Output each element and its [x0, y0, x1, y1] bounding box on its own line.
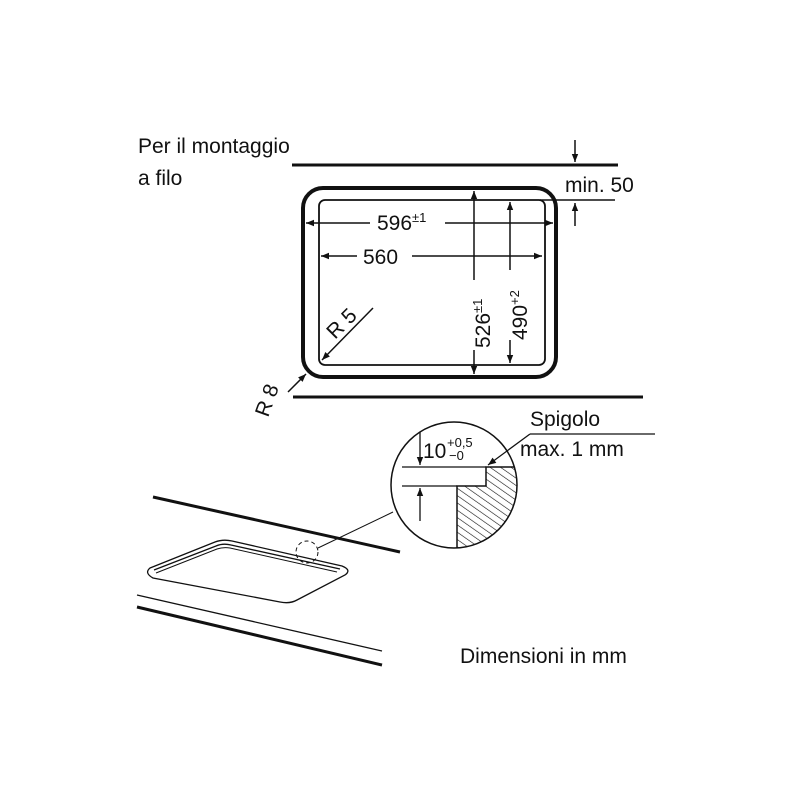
title-line-1: Per il montaggio: [138, 135, 290, 158]
inner-radius-label: R 5: [322, 304, 361, 343]
inner-width-label: 560: [363, 246, 398, 269]
outer-radius-arrow: [287, 373, 307, 393]
cutout-inner: [155, 547, 338, 574]
detail-leader: [317, 511, 394, 549]
outer-width-label: 596±1: [377, 210, 426, 235]
outer-depth-label: 526±1: [470, 299, 495, 348]
inner-depth-label: 490+2: [507, 290, 532, 340]
cutout-outer: [146, 539, 349, 604]
inner-radius-arrow: [321, 307, 374, 361]
edge-detail: 10 +0,5 −0 Spigolo max. 1 mm: [390, 408, 655, 549]
units-note: Dimensioni in mm: [460, 645, 627, 668]
edge-label-line-1: Spigolo: [530, 408, 600, 431]
outer-cutout: [301, 186, 558, 379]
worktop-front-edge-thin: [136, 594, 383, 652]
cutout-rebate: [153, 543, 341, 571]
worktop-back-edge: [152, 495, 401, 554]
detail-marker-circle: [295, 540, 319, 564]
edge-leader-arrow: [487, 433, 531, 466]
perspective-view: [136, 495, 401, 667]
top-view: min. 50 596±1 560 526±1 490+2 R 5 R 8: [251, 140, 643, 420]
title-line-2: a filo: [138, 167, 182, 190]
edge-label-line-2: max. 1 mm: [520, 438, 624, 461]
worktop-front-edge: [136, 605, 383, 667]
detail-circle: [390, 421, 518, 549]
depth-tol-upper: +0,5: [447, 435, 473, 450]
depth-tol-lower: −0: [449, 448, 464, 463]
inner-cutout: [318, 199, 546, 366]
min-gap-label: min. 50: [565, 174, 634, 197]
depth-label: 10: [423, 440, 446, 463]
outer-radius-label: R 8: [251, 381, 284, 420]
